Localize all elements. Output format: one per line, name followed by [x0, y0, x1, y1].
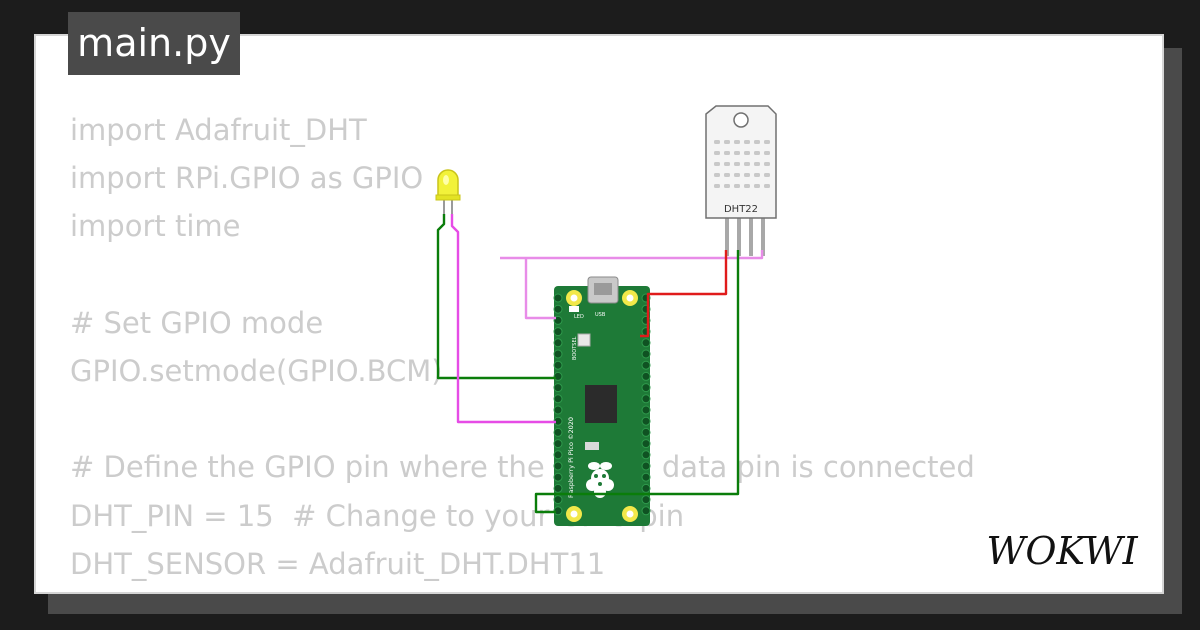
pin-pad[interactable]	[553, 450, 563, 460]
pin-pad[interactable]	[641, 360, 651, 370]
pin-pad[interactable]	[641, 416, 651, 426]
vent-slot	[734, 173, 740, 177]
pin-pad[interactable]	[553, 338, 563, 348]
vent-slot	[754, 173, 760, 177]
vent-slot	[764, 151, 770, 155]
brand-logo-text: WOKWI	[986, 529, 1138, 573]
pin-pad[interactable]	[641, 383, 651, 393]
vent-slot	[744, 162, 750, 166]
vent-slot	[724, 140, 730, 144]
vent-slot	[724, 151, 730, 155]
wire-sensor-pink[interactable]	[500, 250, 764, 260]
pin-pad[interactable]	[553, 327, 563, 337]
pin-pad[interactable]	[553, 472, 563, 482]
pin-pad[interactable]	[553, 483, 563, 493]
dht22-sensor[interactable]: DHT22	[705, 105, 777, 256]
vent-slot	[744, 140, 750, 144]
pin-pad[interactable]	[641, 495, 651, 505]
pin-pad[interactable]	[641, 394, 651, 404]
vent-slot	[764, 173, 770, 177]
pin-pad[interactable]	[553, 495, 563, 505]
pin-pad[interactable]	[641, 427, 651, 437]
vent-slot	[734, 151, 740, 155]
board-silk-name: Raspberry Pi Pico ©2020	[567, 417, 575, 498]
led-silk-label: LED	[574, 314, 584, 320]
vent-slot	[724, 173, 730, 177]
vent-slot	[754, 184, 760, 188]
led-component[interactable]	[435, 169, 461, 214]
vent-slot	[754, 162, 760, 166]
vent-slot	[714, 162, 720, 166]
wire-led-magenta[interactable]	[450, 214, 556, 424]
pin-pad[interactable]	[641, 461, 651, 471]
vent-slot	[744, 173, 750, 177]
vent-slot	[734, 162, 740, 166]
pico-board[interactable]: LED USB BOOTSEL Raspberry Pi Pico ©2020	[553, 276, 651, 526]
pin-pad[interactable]	[553, 439, 563, 449]
vent-slot	[744, 184, 750, 188]
vent-slot	[714, 140, 720, 144]
pin-pad[interactable]	[553, 349, 563, 359]
code-line: import Adafruit_DHT	[70, 113, 367, 147]
bootsel-silk-label: BOOTSEL	[572, 336, 578, 360]
wire-pink-to-pico[interactable]	[524, 258, 556, 320]
pin-pad[interactable]	[641, 405, 651, 415]
pin-pad[interactable]	[553, 293, 563, 303]
pin-pad[interactable]	[553, 383, 563, 393]
pin-pad[interactable]	[641, 472, 651, 482]
pin-pad[interactable]	[553, 304, 563, 314]
wire-led-green[interactable]	[436, 214, 556, 380]
vent-slot	[764, 184, 770, 188]
pin-pad[interactable]	[553, 461, 563, 471]
vent-slot	[724, 184, 730, 188]
pin-pad[interactable]	[641, 349, 651, 359]
left-pin-header	[553, 293, 563, 516]
code-line: import RPi.GPIO as GPIO	[70, 161, 424, 196]
code-line: # Set GPIO mode	[70, 305, 324, 340]
pin-pad[interactable]	[553, 405, 563, 415]
pin-pad[interactable]	[641, 450, 651, 460]
vent-slot	[714, 173, 720, 177]
vent-slot	[724, 162, 730, 166]
wokwi-logo: WOKWI	[986, 529, 1138, 573]
pin-pad[interactable]	[641, 506, 651, 516]
file-name-tab: main.py	[68, 12, 240, 75]
wires	[436, 214, 764, 514]
pin-pad[interactable]	[641, 338, 651, 348]
vent-slot	[754, 140, 760, 144]
pin-pad[interactable]	[641, 371, 651, 381]
wire-sensor-red[interactable]	[640, 250, 728, 338]
vent-slot	[764, 140, 770, 144]
pin-pad[interactable]	[641, 439, 651, 449]
sensor-vent-grid	[714, 140, 770, 188]
sensor-label: DHT22	[724, 204, 758, 215]
vent-slot	[744, 151, 750, 155]
vent-slot	[764, 162, 770, 166]
pin-pad[interactable]	[553, 427, 563, 437]
vent-slot	[754, 151, 760, 155]
code-line: GPIO.setmode(GPIO.BCM)	[70, 353, 443, 388]
wire-sensor-green[interactable]	[534, 250, 740, 514]
pin-pad[interactable]	[641, 483, 651, 493]
vent-slot	[734, 140, 740, 144]
code-line: DHT_SENSOR = Adafruit_DHT.DHT11	[70, 546, 606, 581]
vent-slot	[734, 184, 740, 188]
pin-pad[interactable]	[553, 394, 563, 404]
pin-pad[interactable]	[553, 360, 563, 370]
usb-silk-label: USB	[595, 312, 606, 318]
vent-slot	[714, 184, 720, 188]
vent-slot	[714, 151, 720, 155]
code-line: import time	[70, 209, 241, 244]
